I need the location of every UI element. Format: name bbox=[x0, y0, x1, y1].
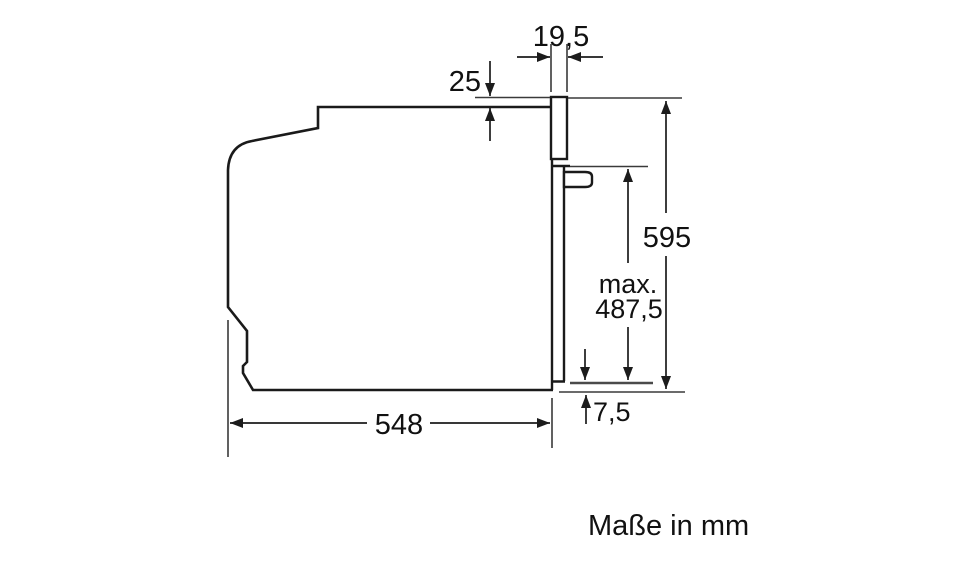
dimension-door-clearance: max. 487,5 bbox=[595, 169, 663, 380]
units-caption: Maße in mm bbox=[588, 510, 749, 542]
label-bottom-offset: 7,5 bbox=[593, 397, 631, 427]
dimension-body-depth: 548 bbox=[230, 409, 550, 441]
door-handle bbox=[562, 170, 594, 189]
depth-extension-lines bbox=[227, 320, 553, 457]
dimension-total-height: 595 bbox=[643, 101, 691, 389]
label-total-height: 595 bbox=[643, 222, 691, 254]
frame-width-extension-lines bbox=[550, 44, 568, 92]
top-reference-line bbox=[475, 96, 682, 99]
dimension-frame-overhang: 19,5 bbox=[517, 21, 603, 62]
dimension-bottom-offset: 7,5 bbox=[580, 349, 631, 427]
label-top-offset: 25 bbox=[449, 66, 481, 98]
dimension-top-offset: 25 bbox=[449, 61, 495, 141]
door-panel bbox=[550, 160, 566, 390]
label-door-clearance-value: 487,5 bbox=[595, 294, 663, 324]
oven-body-outline bbox=[226, 105, 553, 392]
label-door-clearance-max: max. bbox=[599, 269, 658, 299]
front-frame-bar bbox=[549, 95, 569, 161]
label-body-depth: 548 bbox=[375, 409, 423, 441]
label-frame-overhang: 19,5 bbox=[533, 21, 589, 53]
